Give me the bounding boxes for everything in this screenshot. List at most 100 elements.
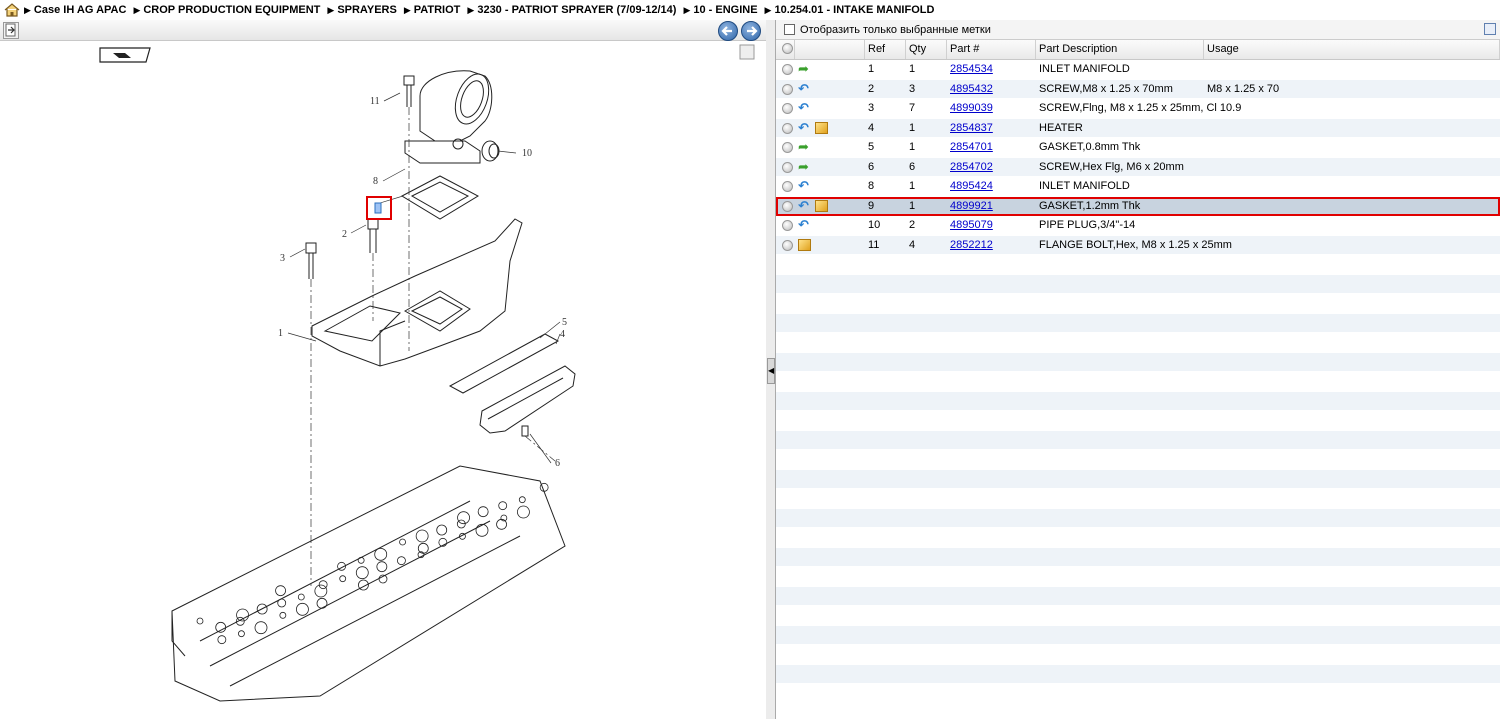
blue-arrow-icon[interactable]: ↶ — [798, 80, 809, 96]
home-icon[interactable] — [4, 3, 20, 17]
row-expand-cell[interactable] — [776, 138, 795, 157]
exploded-view-drawing[interactable]: 11 8 10 2 3 1 5 4 6 — [0, 41, 766, 719]
row-description: GASKET,0.8mm Thk — [1039, 141, 1141, 153]
part-number-link[interactable]: 4899921 — [950, 199, 993, 212]
callout-6[interactable]: 6 — [555, 458, 560, 469]
column-header-description[interactable]: Part Description — [1036, 40, 1204, 59]
row-expand-icon[interactable] — [782, 200, 793, 212]
row-expand-cell[interactable] — [776, 119, 795, 138]
callout-5[interactable]: 5 — [562, 317, 567, 328]
part-number-link[interactable]: 4895432 — [950, 82, 993, 95]
row-expand-cell[interactable] — [776, 80, 795, 99]
breadcrumb-item[interactable]: ▶SPRAYERS — [327, 4, 396, 16]
show-selected-only-checkbox[interactable] — [784, 24, 795, 35]
breadcrumb-item[interactable]: ▶CROP PRODUCTION EQUIPMENT — [133, 4, 320, 16]
green-arrow-icon[interactable]: ➦ — [798, 158, 809, 174]
empty-row — [776, 450, 1500, 470]
row-expand-icon[interactable] — [782, 83, 793, 95]
part-number-link[interactable]: 2854701 — [950, 141, 993, 153]
row-part-number-cell: 2854837 — [947, 119, 1036, 138]
row-expand-cell[interactable] — [776, 99, 795, 118]
callout-1[interactable]: 1 — [278, 328, 283, 339]
package-box-icon[interactable] — [815, 200, 828, 213]
breadcrumb-item[interactable]: ▶Case IH AG APAC — [24, 4, 126, 16]
part-number-link[interactable]: 4895424 — [950, 180, 993, 192]
callout-11[interactable]: 11 — [370, 96, 380, 107]
blue-arrow-icon[interactable]: ↶ — [798, 100, 809, 116]
row-ref: 11 — [868, 238, 880, 251]
row-expand-icon[interactable] — [782, 161, 793, 173]
part-number-link[interactable]: 2854702 — [950, 160, 993, 173]
column-header-qty[interactable]: Qty — [906, 40, 947, 59]
callout-2[interactable]: 2 — [342, 229, 347, 240]
green-arrow-icon[interactable]: ➦ — [798, 61, 809, 77]
row-expand-icon[interactable] — [782, 103, 793, 114]
part-number-link[interactable]: 2854837 — [950, 121, 993, 134]
row-ref: 3 — [868, 102, 875, 114]
intake-manifold-diagram: 11 8 10 2 3 1 5 4 6 — [99, 44, 755, 702]
panel-splitter[interactable]: ◀ — [766, 20, 776, 719]
column-header-part-number[interactable]: Part # — [947, 40, 1036, 59]
row-usage — [1204, 60, 1500, 79]
breadcrumb: ▶Case IH AG APAC ▶CROP PRODUCTION EQUIPME… — [0, 0, 1500, 20]
row-expand-icon[interactable] — [782, 64, 793, 75]
blue-arrow-icon[interactable]: ↶ — [798, 178, 809, 194]
export-button[interactable] — [3, 22, 19, 39]
row-part-number-cell: 4895432 — [947, 80, 1036, 99]
selected-callout-marker[interactable] — [366, 196, 392, 220]
row-expand-cell[interactable] — [776, 236, 795, 255]
breadcrumb-item[interactable]: ▶3230 - PATRIOT SPRAYER (7/09-12/14) — [467, 4, 676, 16]
row-expand-cell[interactable] — [776, 158, 795, 177]
row-qty: 1 — [909, 180, 916, 192]
row-expand-cell[interactable] — [776, 60, 795, 79]
row-expand-icon[interactable] — [782, 220, 793, 231]
callout-3[interactable]: 3 — [280, 253, 285, 264]
breadcrumb-item[interactable]: ▶PATRIOT — [404, 4, 461, 16]
part-number-link[interactable]: 4895079 — [950, 219, 993, 231]
row-expand-icon[interactable] — [782, 142, 793, 153]
breadcrumb-item[interactable]: ▶10.254.01 - INTAKE MANIFOLD — [765, 4, 935, 16]
row-ref: 9 — [868, 199, 875, 212]
part-number-link[interactable]: 2854534 — [950, 63, 993, 75]
breadcrumb-item[interactable]: ▶10 - ENGINE — [683, 4, 757, 16]
breadcrumb-arrow-icon: ▶ — [683, 4, 691, 15]
package-box-icon[interactable] — [798, 239, 811, 252]
row-part-number-cell: 4895424 — [947, 177, 1036, 196]
row-expand-cell[interactable] — [776, 197, 795, 216]
grid-settings-icon[interactable] — [1484, 23, 1496, 35]
part-number-link[interactable]: 4899039 — [950, 102, 993, 114]
package-box-icon[interactable] — [815, 122, 828, 135]
blue-arrow-icon[interactable]: ↶ — [798, 197, 809, 213]
row-expand-icon[interactable] — [782, 181, 793, 192]
row-expand-cell[interactable] — [776, 216, 795, 235]
row-expand-icon[interactable] — [782, 122, 793, 134]
callout-4[interactable]: 4 — [560, 329, 565, 340]
nav-back-button[interactable] — [718, 21, 738, 41]
blue-arrow-icon[interactable]: ↶ — [798, 217, 809, 233]
part-number-link[interactable]: 2852212 — [950, 238, 993, 251]
nav-forward-button[interactable] — [741, 21, 761, 41]
column-header-ref[interactable]: Ref — [865, 40, 906, 59]
collapse-arrow-icon[interactable]: ◀ — [767, 358, 775, 384]
row-expand-icon[interactable] — [782, 239, 793, 251]
column-header-usage[interactable]: Usage — [1204, 40, 1500, 59]
callout-8[interactable]: 8 — [373, 176, 378, 187]
row-expand-cell[interactable] — [776, 177, 795, 196]
expand-all-icon[interactable] — [782, 43, 793, 54]
zoom-toggle-icon[interactable] — [739, 44, 755, 60]
blue-arrow-icon[interactable]: ↶ — [798, 119, 809, 135]
expand-all-header[interactable] — [776, 40, 795, 59]
row-description: SCREW,Flng, M8 x 1.25 x 25mm, Cl 10.9 — [1039, 102, 1242, 114]
green-arrow-icon[interactable]: ➦ — [798, 139, 809, 155]
callout-10[interactable]: 10 — [522, 148, 532, 159]
